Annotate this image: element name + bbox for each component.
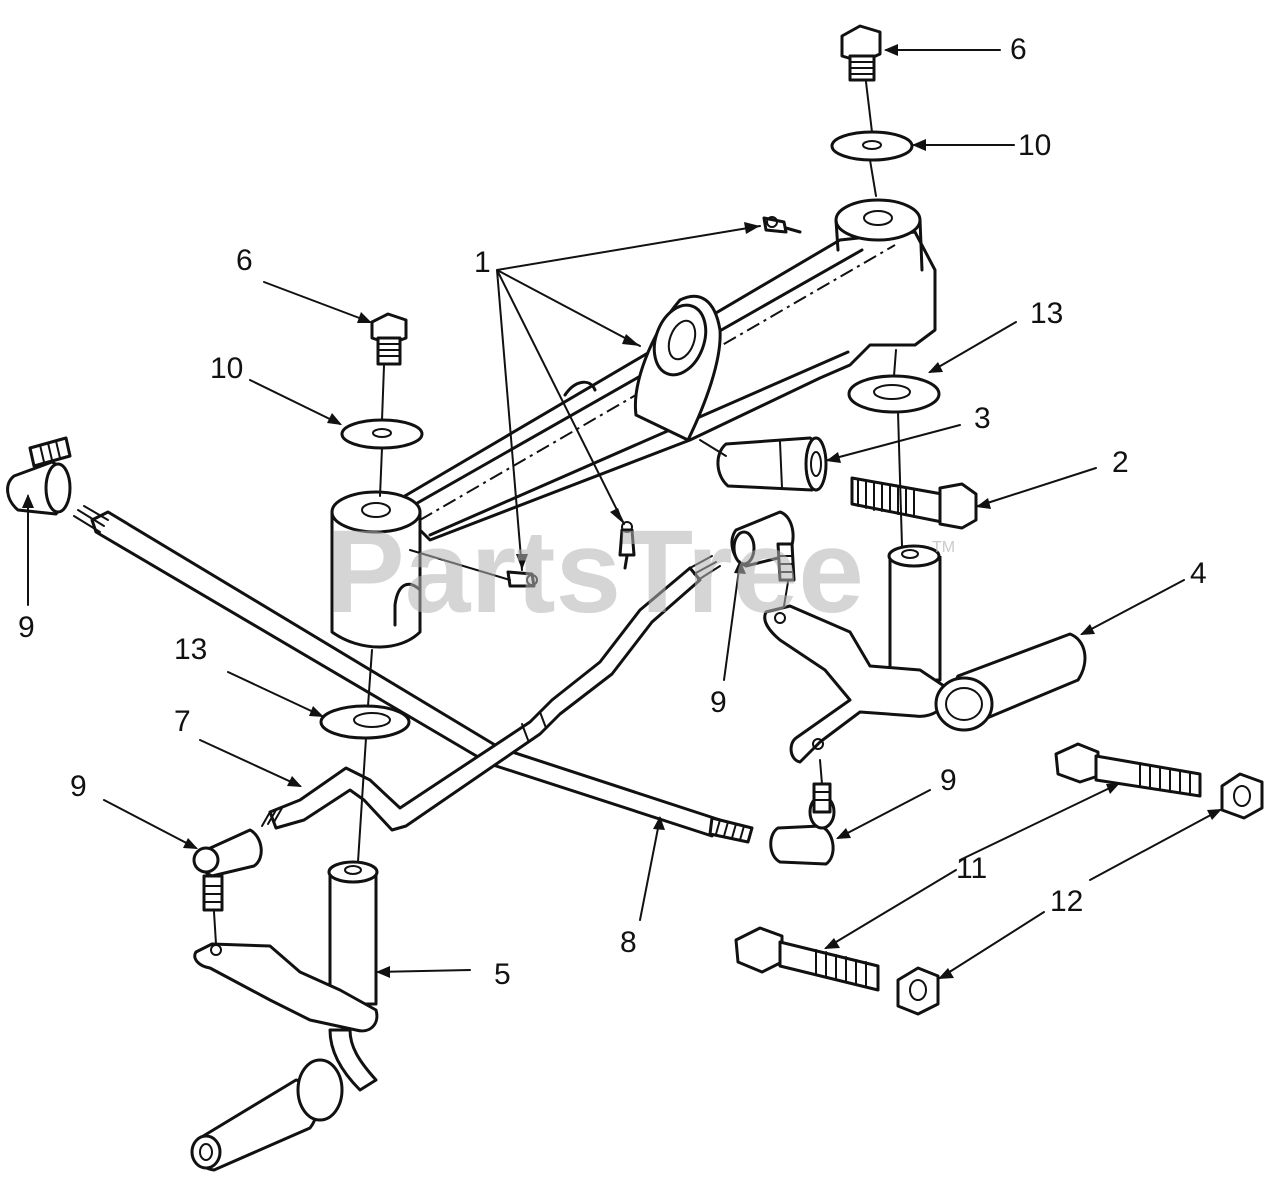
callout-3: 3 [974, 402, 991, 435]
callout-9-lower-left: 9 [70, 770, 87, 803]
bolt-long-upper [1054, 742, 1202, 798]
callout-6-left: 6 [236, 244, 253, 277]
callout-10-top: 10 [1018, 129, 1051, 162]
callout-10-left: 10 [210, 352, 243, 385]
leader-arrows [22, 44, 1222, 979]
drag-link [261, 555, 721, 832]
grease-fitting-left [506, 570, 538, 588]
watermark-text: PartsTree [326, 506, 864, 638]
callout-labels: 1 2 3 4 5 6 6 7 8 9 9 9 9 10 10 11 12 13… [18, 33, 1207, 991]
spacer [716, 436, 828, 492]
front-axle [330, 198, 937, 649]
washer-top [830, 130, 914, 162]
callout-9-center: 9 [710, 686, 727, 719]
callout-9-right: 9 [940, 764, 957, 797]
callout-1: 1 [474, 246, 491, 279]
nut-lower [896, 966, 940, 1016]
spindle-left [190, 860, 379, 1172]
tie-rod-long [73, 505, 754, 844]
grease-fitting-center [618, 521, 636, 570]
thrust-washer-left [319, 704, 411, 740]
ball-joint-far-left [6, 436, 72, 516]
callout-7: 7 [174, 705, 191, 738]
callout-5: 5 [494, 958, 511, 991]
nut-upper [1220, 772, 1264, 820]
ball-joint-center [730, 510, 796, 582]
assembly-lines [213, 81, 903, 945]
callout-11: 11 [956, 852, 987, 885]
callout-9-far-left: 9 [18, 611, 35, 644]
grease-fittings [506, 216, 802, 588]
pivot-bolt [850, 476, 978, 530]
callout-4: 4 [1190, 557, 1207, 590]
grease-fitting-top [762, 216, 802, 234]
ball-joint-lower-left [192, 828, 263, 912]
callout-8: 8 [620, 926, 637, 959]
watermark: PartsTree TM [326, 506, 955, 638]
callout-13-right: 13 [1030, 297, 1063, 330]
callout-13-left: 13 [174, 633, 207, 666]
washer-left [340, 418, 424, 450]
ball-joint-right [769, 782, 836, 866]
callout-6-top: 6 [1010, 33, 1027, 66]
bolt-top [840, 24, 882, 82]
callout-12: 12 [1050, 885, 1083, 918]
bolt-long-lower [734, 926, 880, 992]
callout-2: 2 [1112, 446, 1129, 479]
watermark-trademark: TM [932, 539, 955, 556]
spindle-right [763, 544, 1087, 764]
bolt-left [370, 312, 408, 366]
thrust-washer-right [847, 374, 941, 414]
